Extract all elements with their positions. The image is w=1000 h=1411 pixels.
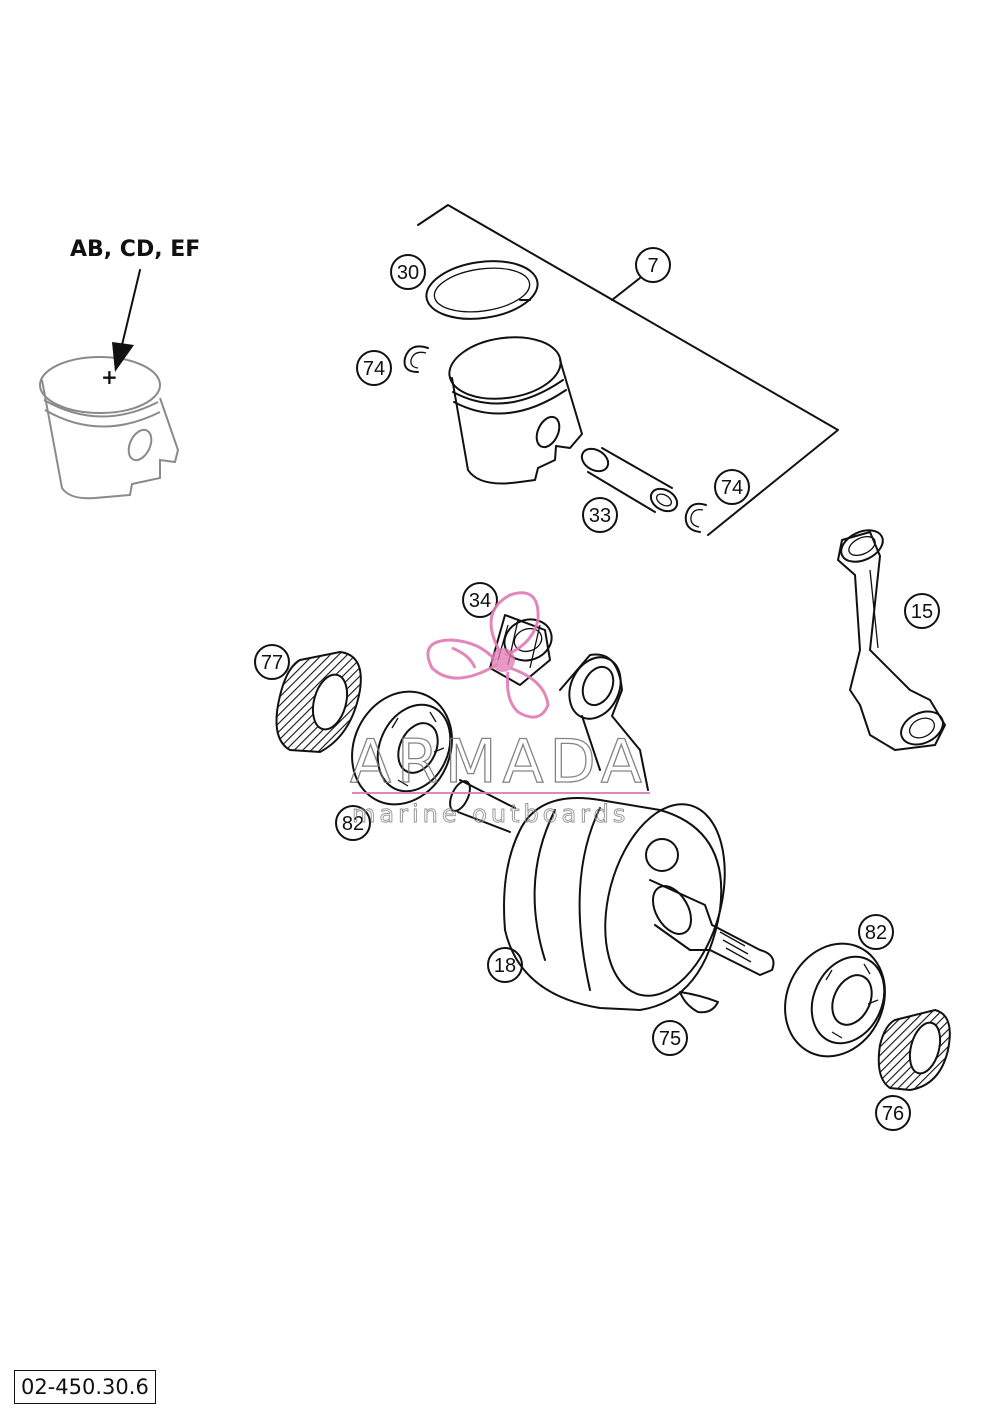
callout-label: 34: [469, 590, 491, 612]
oil-seal-right: [877, 1008, 951, 1092]
ball-bearing-right: [784, 942, 886, 1058]
marker-position-arrow: +: [101, 269, 141, 389]
circlip-upper: [403, 345, 429, 373]
propeller-logo-icon: [426, 591, 550, 719]
callout-33: 33: [582, 497, 618, 533]
reference-piston: [39, 356, 180, 500]
callout-label: 75: [659, 1028, 681, 1050]
drawing-number: 02-450.30.6: [14, 1370, 156, 1404]
callout-label: 33: [589, 505, 611, 527]
callout-76: 76: [875, 1095, 911, 1131]
callout-label: 82: [865, 922, 887, 944]
piston-pin: [580, 447, 679, 513]
callout-label: 7: [647, 255, 658, 277]
propeller-hub-icon: [491, 648, 515, 672]
callout-18: 18: [487, 947, 523, 983]
piston: [448, 336, 583, 485]
callout-77: 77: [254, 644, 290, 680]
callout-label: 74: [721, 477, 743, 499]
piston-kit-bracket: [417, 204, 839, 536]
watermark-name: ARMADA: [350, 727, 648, 797]
crankshaft: [449, 653, 775, 1011]
connecting-rod: [837, 529, 946, 751]
circlip-lower: [684, 502, 707, 533]
watermark-tagline: marine outboards: [352, 800, 629, 828]
callout-label: 77: [261, 652, 283, 674]
woodruff-key: [679, 991, 719, 1014]
callout-75: 75: [652, 1020, 688, 1056]
callout-74-upper: 74: [356, 350, 392, 386]
callout-34: 34: [462, 582, 498, 618]
callout-30: 30: [390, 254, 426, 290]
callout-15: 15: [904, 593, 940, 629]
callout-label: 15: [911, 601, 933, 623]
callout-label: 82: [342, 813, 364, 835]
oil-seal-left: [275, 650, 362, 754]
callout-label: 30: [397, 262, 419, 284]
ball-bearing-left: [351, 690, 453, 806]
callout-label: 18: [494, 955, 516, 977]
callout-82-left: 82: [335, 805, 371, 841]
watermark: ARMADA marine outboards: [349, 591, 650, 828]
plus-marker: +: [101, 365, 118, 389]
piston-ring: [425, 260, 539, 320]
callout-7: 7: [635, 247, 671, 283]
callout-74-lower: 74: [714, 469, 750, 505]
marker-note: AB, CD, EF: [70, 237, 200, 262]
callout-82-right: 82: [858, 914, 894, 950]
callout-label: 74: [363, 358, 385, 380]
callout-label: 76: [882, 1103, 904, 1125]
